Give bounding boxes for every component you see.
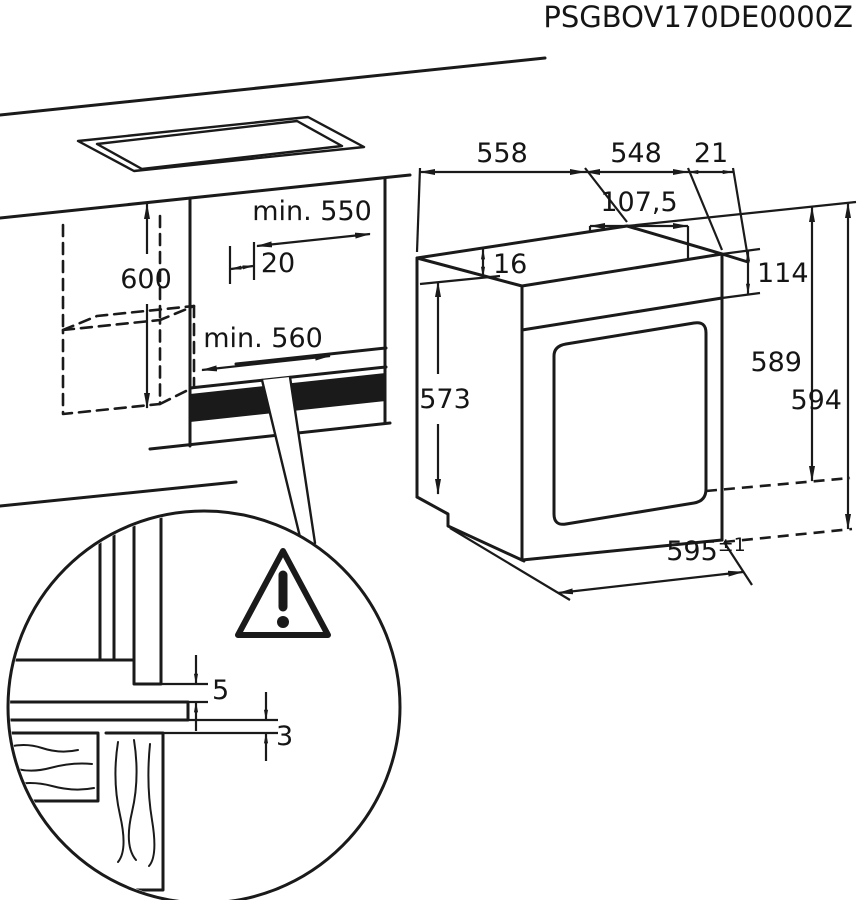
dim-min550-arrow <box>256 232 371 248</box>
oven-control-panel-line <box>520 296 724 332</box>
ext-558-left <box>415 167 422 253</box>
ext-595-right <box>723 541 753 586</box>
callout-wedge <box>260 375 317 545</box>
callout-wedge-fill <box>262 377 315 543</box>
wood-grain <box>147 743 156 867</box>
dim-558-label: 558 <box>476 138 528 169</box>
dim-595-value: 595 <box>666 536 718 567</box>
model-code: PSGBOV170DE0000Z <box>543 0 853 34</box>
ext-558-right <box>584 167 628 223</box>
dim-3-label: 3 <box>276 721 293 752</box>
detail-circle <box>6 509 402 900</box>
hidden-drawer-top <box>61 304 196 332</box>
cabinet-bottom-edge <box>148 421 392 451</box>
warning-exclamation-dot <box>277 616 289 628</box>
dim-114-label: 114 <box>757 258 809 289</box>
wood-grain <box>10 744 79 753</box>
cabinet-dimensions: 600 min. 550 20 min. 560 <box>120 196 372 409</box>
worktop-drawing <box>0 56 547 220</box>
dim-20-arrow <box>230 264 254 271</box>
oven-door-top-edge <box>720 252 750 264</box>
hob-cutout-outer <box>76 115 366 173</box>
dim-107-label: 107,5 <box>600 187 677 218</box>
callout-wedge-right-line <box>288 375 317 545</box>
wood-grain <box>127 739 138 861</box>
wood-panel <box>104 731 165 892</box>
dim-20-label: 20 <box>261 248 295 279</box>
dim-min550-label: min. 550 <box>252 196 372 227</box>
dim-min560-label: min. 560 <box>203 323 323 354</box>
oven-top-face <box>415 224 724 288</box>
callout-wedge-left-line <box>260 378 302 539</box>
dim-21-label: 21 <box>694 138 728 169</box>
detail-callout: 5 3 <box>6 509 402 900</box>
wood-beam <box>10 731 100 803</box>
warning-triangle-icon <box>235 548 331 638</box>
hidden-drawer-side <box>158 304 196 406</box>
detail-worktop-slab <box>10 700 190 722</box>
dim-594-label: 594 <box>790 385 842 416</box>
ext-548-right <box>686 167 724 251</box>
dim-589-label: 589 <box>750 347 802 378</box>
worktop-front-edge <box>0 173 412 220</box>
dashed-ref-594 <box>723 527 853 544</box>
dim-573-label: 573 <box>419 384 471 415</box>
dim-16-label: 16 <box>493 249 527 280</box>
dim-595-arrow <box>557 570 744 595</box>
oven-dimensions: 558 548 21 107,5 16 114 573 589 594 595±… <box>415 138 857 601</box>
dim-min560-arrow <box>201 354 331 372</box>
floor-line <box>0 480 238 508</box>
tick-114-bottom <box>721 291 761 300</box>
detail-contents: 5 3 <box>10 513 331 892</box>
worktop-back-edge <box>0 56 547 117</box>
tick-114-top <box>721 247 761 256</box>
ext-595-left <box>449 527 571 601</box>
oven-door-glass <box>552 321 708 526</box>
cabinet-niche-drawing <box>0 176 392 508</box>
tick-16-bottom <box>419 274 501 286</box>
dim-548-label: 548 <box>610 138 662 169</box>
dim-5-label: 5 <box>212 675 229 706</box>
dim-595-tolerance: ±1 <box>718 534 746 556</box>
oven-front-bottom-edge <box>520 538 724 562</box>
hob-cutout-inner <box>95 119 344 171</box>
hidden-drawer-front <box>61 318 162 416</box>
detail-front-panel <box>132 513 163 686</box>
dim-595-label: 595±1 <box>666 534 746 567</box>
oven-base-step <box>415 495 526 563</box>
wood-grain <box>114 741 125 863</box>
dim-600-label: 600 <box>120 264 172 295</box>
dashed-ref-589 <box>705 476 851 493</box>
tick-top-right <box>626 200 857 228</box>
oven-drawing <box>415 224 750 563</box>
